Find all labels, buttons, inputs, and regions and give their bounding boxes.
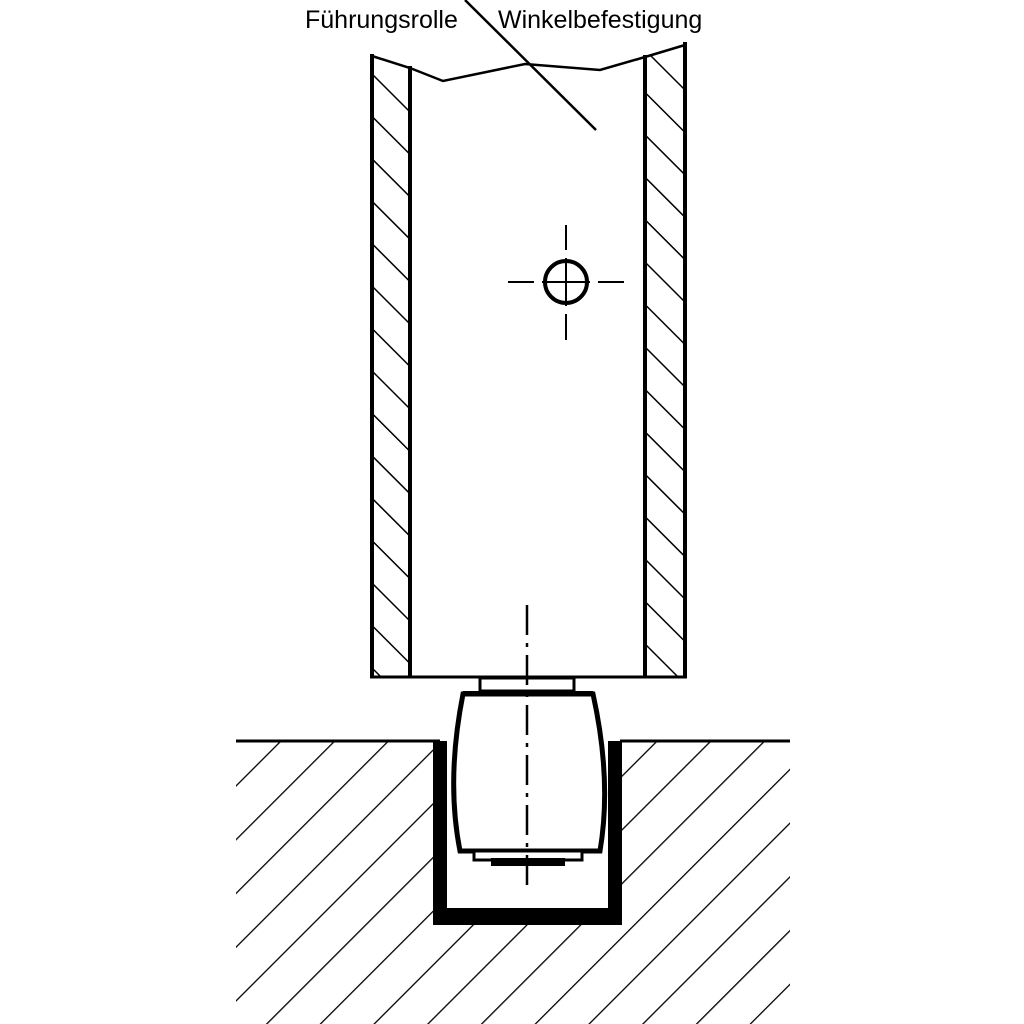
leader-line	[464, 0, 597, 131]
door-panel	[370, 42, 687, 679]
guide-roller	[451, 676, 608, 866]
label-angle-bracket: Winkelbefestigung	[498, 6, 703, 34]
break-line	[371, 43, 686, 83]
bore-hole	[508, 225, 624, 340]
label-guide-roller: Führungsrolle	[305, 6, 458, 34]
